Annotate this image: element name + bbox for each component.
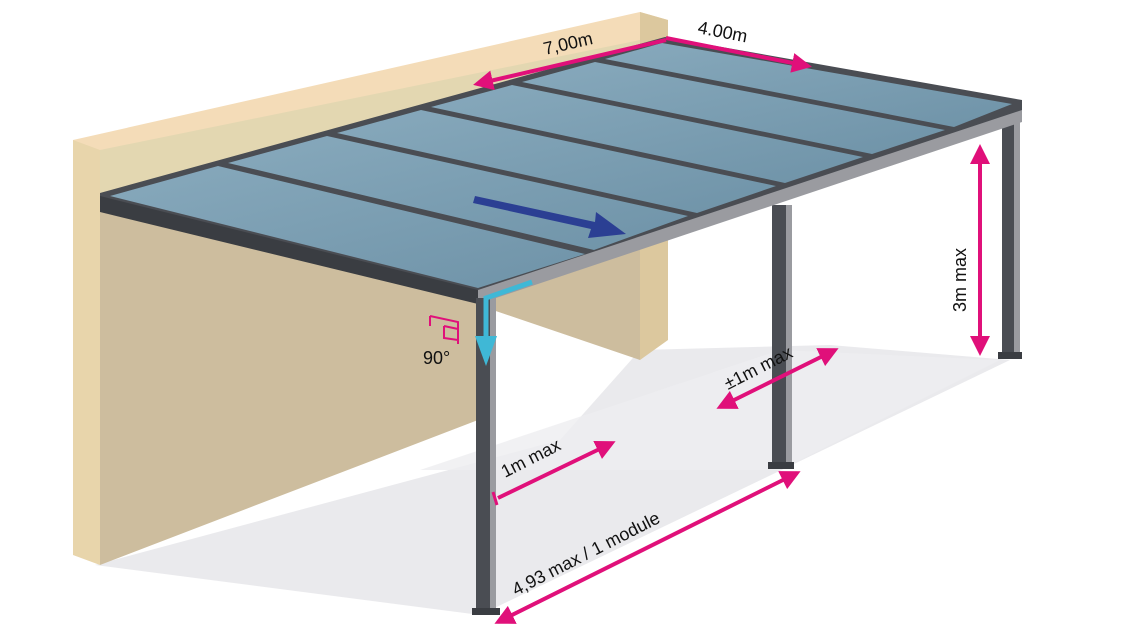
roof-left-beam (100, 196, 478, 304)
post-middle-foot (768, 462, 794, 469)
dim-arrow-width-top (473, 38, 667, 91)
wall-front-face (73, 140, 100, 565)
roof-panel-5 (522, 62, 945, 154)
dim-arrow-depth-top (665, 36, 812, 73)
flow-direction-arrow (473, 196, 626, 238)
dim-arrow-span (494, 471, 801, 624)
post-right-foot (998, 352, 1022, 359)
post-front (476, 298, 492, 613)
right-angle-icon (429, 315, 459, 344)
post-front-highlight (490, 298, 496, 613)
label-angle: 90° (423, 348, 450, 368)
label-height: 3m max (950, 248, 970, 312)
label-depth-top: 4.00m (696, 17, 749, 46)
drain-arrow-icon (475, 336, 497, 366)
post-front-foot (472, 608, 500, 615)
dim-arrow-overhang-side (716, 348, 839, 409)
roof-panel-3 (337, 110, 776, 213)
roof-panel-1 (110, 166, 585, 288)
roof-panel-6 (605, 43, 1012, 127)
roof-panel-4 (431, 85, 863, 183)
ground-shadow-inner (420, 350, 1000, 470)
post-right-highlight (1014, 108, 1020, 356)
post-middle-highlight (786, 205, 792, 467)
post-middle (772, 205, 788, 467)
post-right (1002, 108, 1016, 356)
drain-path (483, 279, 533, 338)
roof-front-beam (478, 110, 1022, 304)
